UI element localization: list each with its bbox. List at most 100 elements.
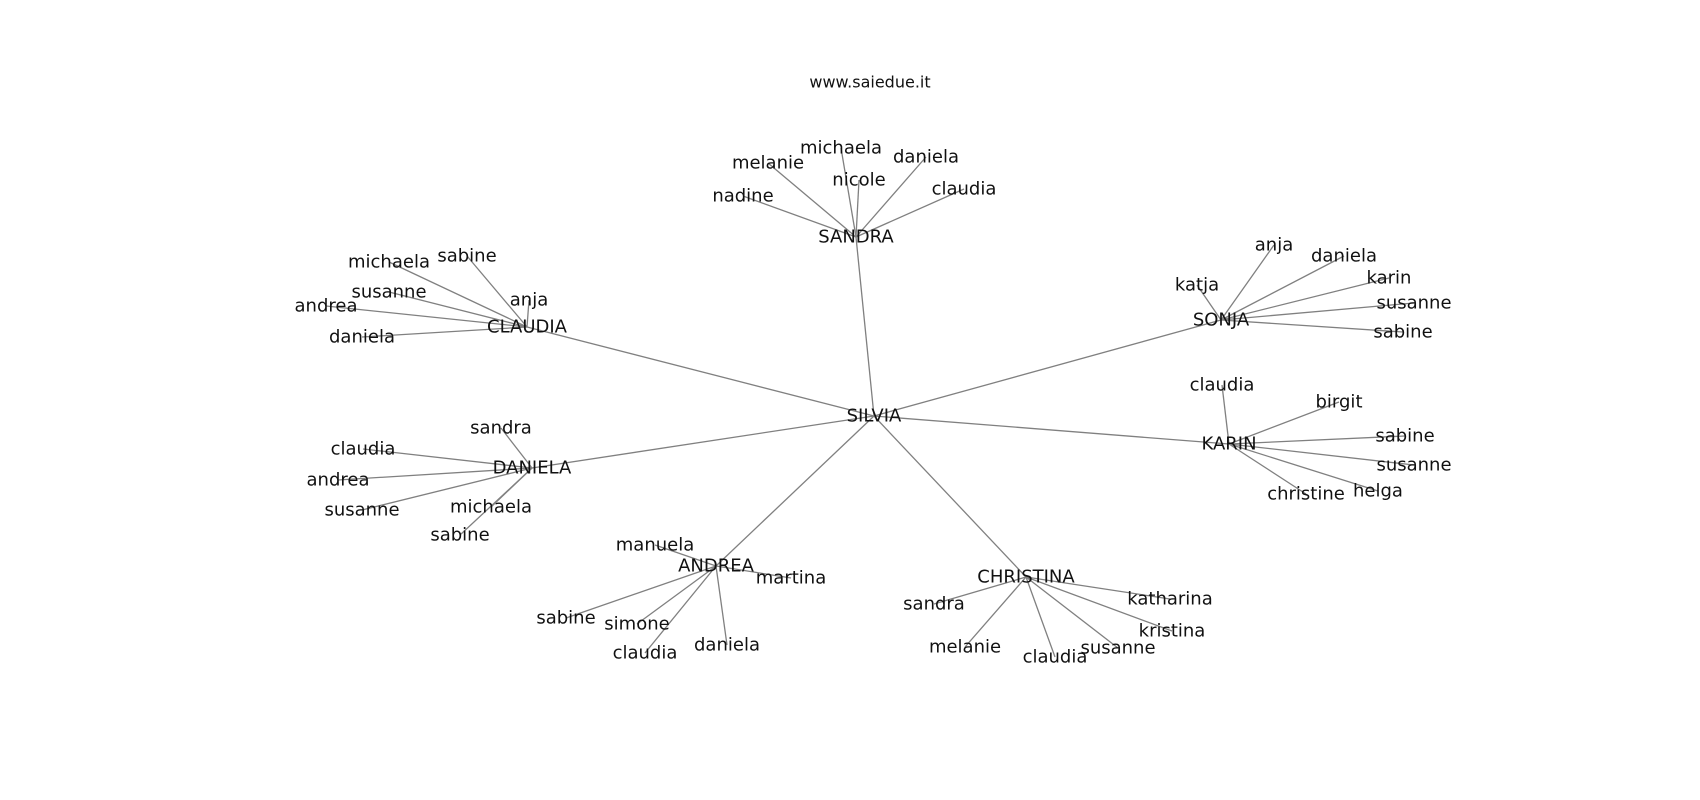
hub-node-label: SANDRA bbox=[818, 227, 894, 248]
edge-hub-to-leaf bbox=[715, 565, 728, 646]
leaf-node-label: kristina bbox=[1139, 621, 1206, 642]
edge-root-to-hub bbox=[855, 236, 875, 417]
leaf-node-label: daniela bbox=[893, 147, 959, 168]
edge-hub-to-leaf bbox=[855, 179, 860, 238]
leaf-node-label: manuela bbox=[616, 535, 695, 556]
leaf-node-label: simone bbox=[604, 614, 669, 635]
leaf-node-label: melanie bbox=[929, 637, 1001, 658]
edge-hub-to-leaf bbox=[1220, 302, 1415, 321]
edge-hub-to-leaf bbox=[742, 195, 857, 238]
edges-layer bbox=[325, 147, 1415, 658]
leaf-node-label: sabine bbox=[1373, 322, 1432, 343]
edge-hub-to-leaf bbox=[840, 147, 857, 238]
leaf-node-label: michaela bbox=[800, 138, 882, 159]
leaf-node-label: christine bbox=[1267, 484, 1345, 505]
hub-node-label: SONJA bbox=[1193, 310, 1250, 331]
leaf-node-label: claudia bbox=[1190, 375, 1255, 396]
edge-hub-to-leaf bbox=[388, 261, 528, 328]
edge-hub-to-leaf bbox=[636, 565, 717, 625]
edge-hub-to-leaf bbox=[1025, 576, 1171, 600]
edge-root-to-hub bbox=[531, 415, 875, 469]
leaf-node-label: anja bbox=[510, 290, 548, 311]
leaf-node-label: helga bbox=[1353, 481, 1403, 502]
leaf-node-label: sandra bbox=[903, 594, 965, 615]
hub-node-label: CHRISTINA bbox=[977, 567, 1075, 588]
leaf-node-label: sabine bbox=[536, 608, 595, 629]
leaf-node-label: michaela bbox=[450, 497, 532, 518]
edge-hub-to-leaf bbox=[1228, 443, 1415, 466]
edge-hub-to-leaf bbox=[1228, 401, 1340, 445]
leaf-node-label: nicole bbox=[832, 170, 885, 191]
leaf-node-label: sabine bbox=[430, 525, 489, 546]
edge-hub-to-leaf bbox=[767, 162, 857, 238]
edge-hub-to-leaf bbox=[1025, 576, 1056, 658]
edge-hub-to-leaf bbox=[964, 576, 1027, 648]
leaf-node-label: andrea bbox=[295, 296, 358, 317]
edge-root-to-hub bbox=[526, 326, 875, 417]
edge-hub-to-leaf bbox=[1220, 319, 1404, 333]
edge-hub-to-leaf bbox=[1228, 435, 1406, 445]
leaf-node-label: martina bbox=[756, 568, 826, 589]
leaf-node-label: claudia bbox=[1023, 647, 1088, 668]
hub-node-label: KARIN bbox=[1201, 434, 1256, 455]
edge-hub-to-leaf bbox=[1220, 255, 1345, 321]
leaf-node-label: birgit bbox=[1316, 392, 1363, 413]
leaf-node-label: susanne bbox=[351, 282, 426, 303]
leaf-node-label: michaela bbox=[348, 252, 430, 273]
leaf-node-label: daniela bbox=[1311, 246, 1377, 267]
edge-hub-to-leaf bbox=[1220, 277, 1390, 321]
leaf-node-label: sabine bbox=[437, 246, 496, 267]
leaf-node-label: susanne bbox=[324, 500, 399, 521]
edge-root-to-hub bbox=[873, 415, 1027, 578]
edge-root-to-hub bbox=[715, 415, 875, 567]
hub-node-label: ANDREA bbox=[678, 556, 755, 577]
edge-hub-to-leaf bbox=[565, 565, 717, 619]
edge-hub-to-leaf bbox=[459, 467, 533, 536]
edge-hub-to-leaf bbox=[1025, 576, 1119, 649]
leaf-node-label: melanie bbox=[732, 153, 804, 174]
root-node-label: SILVIA bbox=[847, 406, 902, 427]
leaf-node-label: daniela bbox=[694, 635, 760, 656]
leaf-node-label: claudia bbox=[932, 179, 997, 200]
edge-hub-to-leaf bbox=[1228, 443, 1307, 495]
leaf-node-label: karin bbox=[1367, 268, 1412, 289]
edge-hub-to-leaf bbox=[362, 448, 533, 469]
edge-hub-to-leaf bbox=[526, 299, 530, 328]
edge-root-to-hub bbox=[873, 319, 1222, 417]
leaf-node-label: nadine bbox=[712, 186, 773, 207]
edge-hub-to-leaf bbox=[855, 188, 965, 238]
labels-layer: SILVIASANDRAnadinemelaniemichaelanicoled… bbox=[295, 138, 1452, 668]
edge-hub-to-leaf bbox=[1220, 244, 1275, 321]
edge-hub-to-leaf bbox=[855, 156, 927, 238]
leaf-node-label: susanne bbox=[1376, 293, 1451, 314]
edge-hub-to-leaf bbox=[654, 544, 717, 567]
leaf-node-label: claudia bbox=[613, 643, 678, 664]
site-caption: www.saiedue.it bbox=[809, 73, 930, 92]
edge-hub-to-leaf bbox=[1196, 284, 1222, 321]
leaf-node-label: daniela bbox=[329, 327, 395, 348]
edge-hub-to-leaf bbox=[388, 291, 528, 328]
leaf-node-label: sabine bbox=[1375, 426, 1434, 447]
leaf-node-label: susanne bbox=[1080, 638, 1155, 659]
edge-hub-to-leaf bbox=[1025, 576, 1173, 632]
edge-hub-to-leaf bbox=[644, 565, 717, 654]
edge-hub-to-leaf bbox=[337, 467, 533, 481]
leaf-node-label: katja bbox=[1175, 275, 1219, 296]
edge-hub-to-leaf bbox=[361, 467, 533, 511]
edge-hub-to-leaf bbox=[325, 305, 528, 328]
leaf-node-label: katharina bbox=[1127, 589, 1212, 610]
leaf-node-label: claudia bbox=[331, 439, 396, 460]
edge-hub-to-leaf bbox=[500, 427, 533, 469]
edge-hub-to-leaf bbox=[361, 326, 528, 338]
edge-hub-to-leaf bbox=[933, 576, 1027, 605]
edge-hub-to-leaf bbox=[466, 255, 528, 328]
leaf-node-label: susanne bbox=[1376, 455, 1451, 476]
edge-hub-to-leaf bbox=[1221, 384, 1230, 445]
hub-node-label: DANIELA bbox=[493, 458, 572, 479]
edge-root-to-hub bbox=[873, 415, 1230, 445]
hub-node-label: CLAUDIA bbox=[487, 317, 568, 338]
leaf-node-label: andrea bbox=[307, 470, 370, 491]
leaf-node-label: sandra bbox=[470, 418, 532, 439]
edge-hub-to-leaf bbox=[1228, 443, 1379, 492]
